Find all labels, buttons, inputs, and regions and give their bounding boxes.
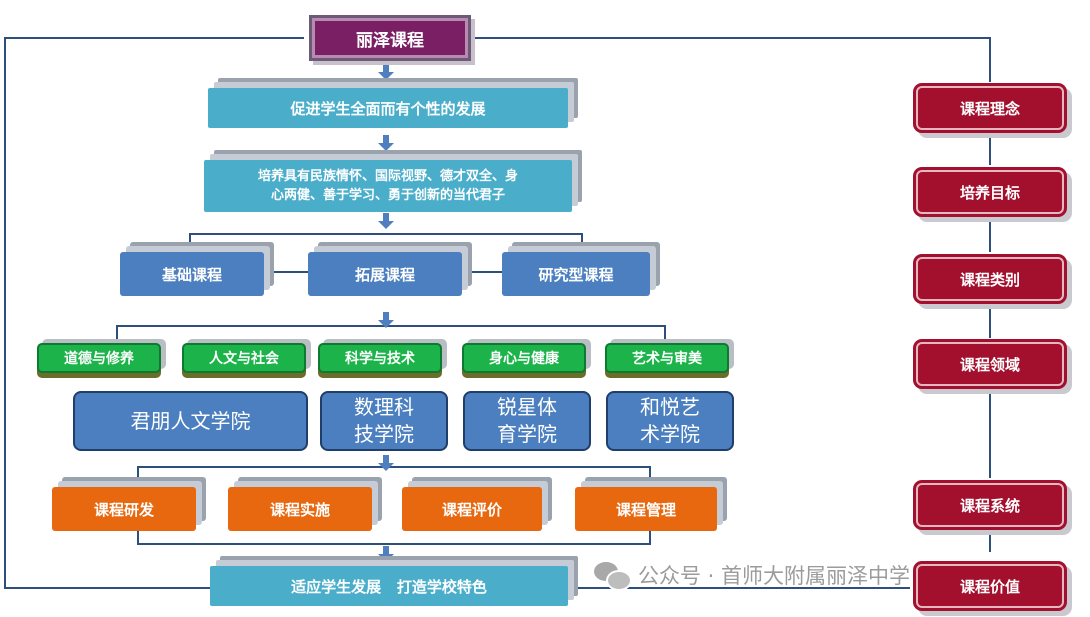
college-heyue-arts: 和悦艺 术学院	[606, 391, 734, 451]
college-math-science-line1: 数理科	[354, 395, 414, 419]
category-research: 研究型课程	[502, 252, 650, 296]
side-label-philosophy: 课程理念	[916, 86, 1064, 130]
domain-humanities: 人文与社会	[182, 343, 306, 373]
watermark-text: 公众号 · 首师大附属丽泽中学	[638, 564, 911, 588]
college-ruixing-line2: 育学院	[497, 422, 557, 446]
goal-development: 促进学生全面而有个性的发展	[208, 88, 568, 128]
college-ruixing-sports: 锐星体 育学院	[463, 391, 591, 451]
system-management: 课程管理	[575, 487, 717, 531]
goal-cultivation: 培养具有民族情怀、国际视野、德才双全、身 心两健、善于学习、勇于创新的当代君子	[204, 160, 572, 212]
side-label-categories: 课程类别	[916, 257, 1064, 301]
goal-cultivation-line2: 心两健、善于学习、勇于创新的当代君子	[270, 188, 505, 203]
college-heyue-line1: 和悦艺	[640, 395, 700, 419]
college-math-science-line2: 技学院	[354, 422, 414, 446]
diagram-title: 丽泽课程	[312, 18, 468, 58]
outcome-box: 适应学生发展 打造学校特色	[210, 566, 568, 606]
goal-cultivation-line1: 培养具有民族情怀、国际视野、德才双全、身	[257, 168, 518, 184]
college-junpeng: 君朋人文学院	[73, 391, 308, 451]
system-implementation: 课程实施	[228, 487, 372, 531]
domain-health: 身心与健康	[462, 343, 586, 373]
domain-morality: 道德与修养	[37, 343, 161, 373]
college-heyue-line2: 术学院	[640, 422, 700, 446]
domain-science: 科学与技术	[318, 343, 442, 373]
system-development: 课程研发	[52, 487, 196, 531]
side-label-goals: 培养目标	[916, 170, 1064, 214]
college-junpeng-name: 君朋人文学院	[130, 408, 251, 433]
college-math-science: 数理科 技学院	[320, 391, 448, 451]
side-label-value: 课程价值	[916, 564, 1064, 608]
category-basic: 基础课程	[120, 252, 264, 296]
category-extended: 拓展课程	[308, 252, 462, 296]
domain-arts: 艺术与审美	[605, 343, 729, 373]
watermark: 公众号 · 首师大附属丽泽中学	[594, 560, 911, 591]
college-ruixing-line1: 锐星体	[497, 395, 557, 419]
side-label-system: 课程系统	[916, 483, 1064, 527]
system-evaluation: 课程评价	[402, 487, 542, 531]
side-label-domains: 课程领域	[916, 342, 1064, 386]
wechat-icon	[594, 562, 632, 591]
